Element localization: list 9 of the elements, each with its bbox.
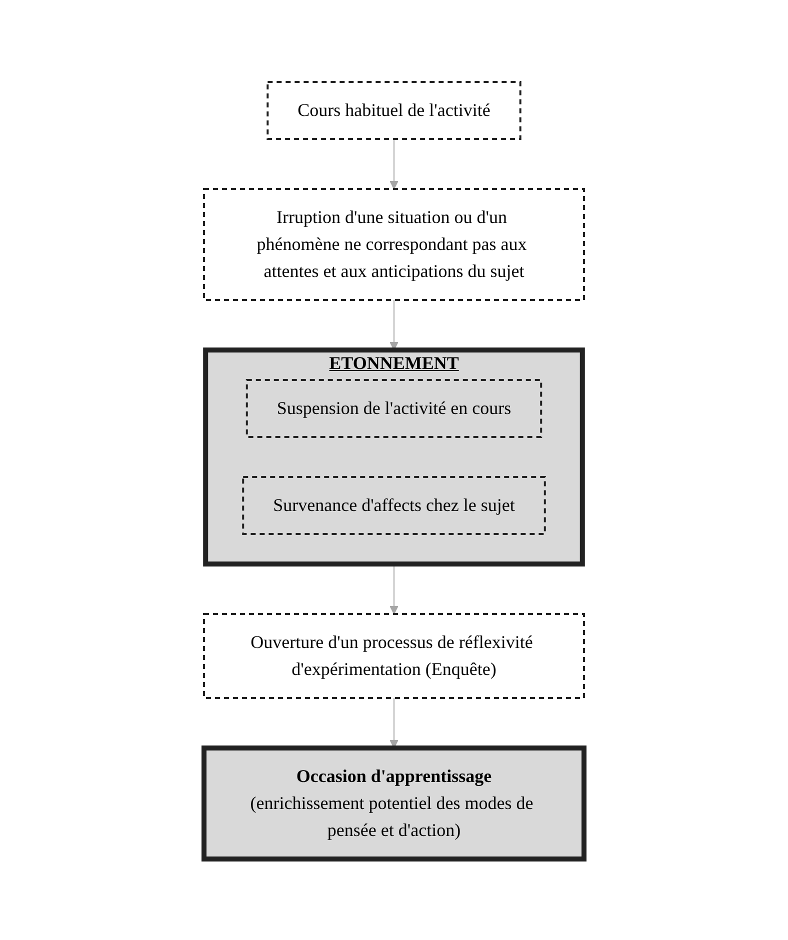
node-box: Cours habituel de l'activité [266,80,522,140]
node-box: Suspension de l'activité en cours [246,378,542,438]
arrow [390,697,398,748]
arrow [390,138,398,189]
node-box: Irruption d'une situation ou d'un phénomène ne correspondant pas aux attentes et aux anticipations du sujet [203,188,585,300]
node-box: Survenance d'affects chez le sujet [242,476,546,534]
node-box: Ouverture d'un processus de réflexivité d'expérimentation (Enquête) [203,612,585,698]
node-box: Occasion d'apprentissage (enrichissement potentiel des modes de pensée et d'action) [202,745,586,861]
arrow [390,299,398,350]
